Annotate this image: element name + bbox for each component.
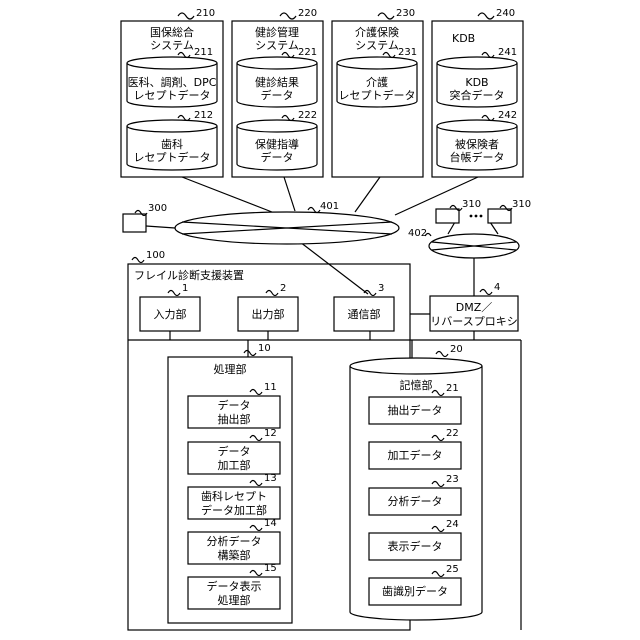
- ref-310-right: 310: [512, 199, 531, 210]
- store-21-label: 抽出データ: [388, 403, 443, 417]
- ref-25: 25: [446, 564, 459, 575]
- system-kokuho: 国保総合 システム 210 医科、調剤、DPC レセプトデータ 211 歯科 レ…: [121, 8, 223, 177]
- ref-24: 24: [446, 519, 459, 530]
- ref-231: 231: [398, 47, 417, 58]
- device-100: フレイル診断支援装置 100 入力部 1 出力部 2 通信部 3 処理部 10: [128, 250, 482, 630]
- ref-212: 212: [194, 110, 213, 121]
- ref-22: 22: [446, 428, 459, 439]
- store-23-label: 分析データ: [388, 494, 443, 508]
- ref-4: 4: [494, 282, 500, 293]
- output-unit: 出力部 2: [238, 283, 298, 331]
- ref-210: 210: [196, 8, 215, 19]
- unit-13-line-1: 歯科レセプト: [201, 489, 267, 503]
- ref-230: 230: [396, 8, 415, 19]
- db-241-line-2: 突合データ: [450, 88, 505, 102]
- ref-12: 12: [264, 428, 277, 439]
- ref-100: 100: [146, 250, 165, 261]
- db-222-line-1: 保健指導: [255, 137, 299, 151]
- system-kokuho-title-2: システム: [150, 39, 194, 52]
- unit-15-line-2: 処理部: [218, 593, 251, 607]
- unit-11-line-1: データ: [218, 398, 251, 412]
- db-211-line-2: レセプトデータ: [134, 88, 211, 102]
- db-242-line-2: 台帳データ: [450, 150, 505, 164]
- ref-10: 10: [258, 343, 271, 354]
- ref-211: 211: [194, 47, 213, 58]
- client-terminals-310: 310 310: [436, 199, 531, 223]
- ref-222: 222: [298, 110, 317, 121]
- unit-14-line-2: 構築部: [218, 548, 251, 562]
- store-25-label: 歯識別データ: [382, 584, 448, 598]
- ref-221: 221: [298, 47, 317, 58]
- db-212-line-2: レセプトデータ: [134, 150, 211, 164]
- ref-310-left: 310: [462, 199, 481, 210]
- ref-11: 11: [264, 382, 277, 393]
- dmz-line-2: リバースプロキシ: [430, 315, 517, 328]
- system-kaigo-title-2: システム: [355, 39, 399, 52]
- input-unit: 入力部 1: [140, 283, 200, 331]
- db-222-line-2: データ: [261, 150, 294, 164]
- system-kdb-title: KDB: [452, 32, 475, 45]
- processing-title: 処理部: [214, 362, 247, 376]
- store-22-label: 加工データ: [388, 448, 443, 462]
- ref-1: 1: [182, 283, 188, 294]
- terminal-300: 300: [123, 203, 167, 232]
- db-221-line-2: データ: [261, 88, 294, 102]
- system-kokuho-title-1: 国保総合: [150, 25, 194, 39]
- ref-401: 401: [320, 201, 339, 212]
- ref-14: 14: [264, 518, 277, 529]
- dmz-line-1: DMZ／: [456, 301, 493, 314]
- ref-242: 242: [498, 110, 517, 121]
- unit-13-line-2: データ加工部: [201, 503, 267, 517]
- db-231-line-2: レセプトデータ: [339, 88, 416, 102]
- ref-13: 13: [264, 473, 277, 484]
- db-242-line-1: 被保険者: [455, 137, 499, 151]
- unit-14-line-1: 分析データ: [207, 534, 262, 548]
- unit-12-line-2: 加工部: [218, 458, 251, 472]
- db-241-line-1: KDB: [465, 76, 488, 89]
- unit-12-line-1: データ: [218, 444, 251, 458]
- ref-23: 23: [446, 474, 459, 485]
- system-kenshin-title-2: システム: [255, 39, 299, 52]
- ref-402: 402: [408, 228, 427, 239]
- ref-20: 20: [450, 344, 463, 355]
- ref-15: 15: [264, 563, 277, 574]
- output-unit-label: 出力部: [252, 307, 285, 321]
- network-401: 401: [175, 201, 399, 244]
- db-212-line-1: 歯科: [161, 137, 183, 151]
- ref-240: 240: [496, 8, 515, 19]
- ref-241: 241: [498, 47, 517, 58]
- ref-21: 21: [446, 383, 459, 394]
- network-402: 402: [408, 228, 519, 258]
- system-kenshin: 健診管理 システム 220 健診結果 データ 221 保健指導 データ 222: [232, 8, 323, 177]
- storage-title: 記憶部: [400, 378, 433, 392]
- system-kenshin-title-1: 健診管理: [255, 25, 299, 39]
- ref-2: 2: [280, 283, 286, 294]
- ref-220: 220: [298, 8, 317, 19]
- device-title: フレイル診断支援装置: [134, 268, 244, 282]
- db-231-line-1: 介護: [366, 75, 388, 89]
- input-unit-label: 入力部: [154, 307, 187, 321]
- unit-15-line-1: データ表示: [207, 579, 262, 593]
- system-kaigo: 介護保険 システム 230 介護 レセプトデータ 231: [332, 8, 423, 177]
- db-221-line-1: 健診結果: [255, 75, 299, 89]
- ref-3: 3: [378, 283, 384, 294]
- system-kdb: KDB 240 KDB 突合データ 241 被保険者 台帳データ 242: [432, 8, 523, 177]
- ref-300: 300: [148, 203, 167, 214]
- comm-unit-label: 通信部: [348, 307, 381, 321]
- processing-unit: 処理部 10 データ 抽出部 11 データ 加工部 12 歯科レセプト データ加…: [168, 343, 292, 623]
- system-kaigo-title-1: 介護保険: [355, 25, 399, 39]
- db-211-line-1: 医科、調剤、DPC: [128, 75, 217, 89]
- storage-unit: 記憶部 20 抽出データ 21 加工データ 22 分析データ 23 表示データ …: [350, 344, 482, 620]
- store-24-label: 表示データ: [388, 539, 443, 553]
- unit-11-line-2: 抽出部: [218, 412, 251, 426]
